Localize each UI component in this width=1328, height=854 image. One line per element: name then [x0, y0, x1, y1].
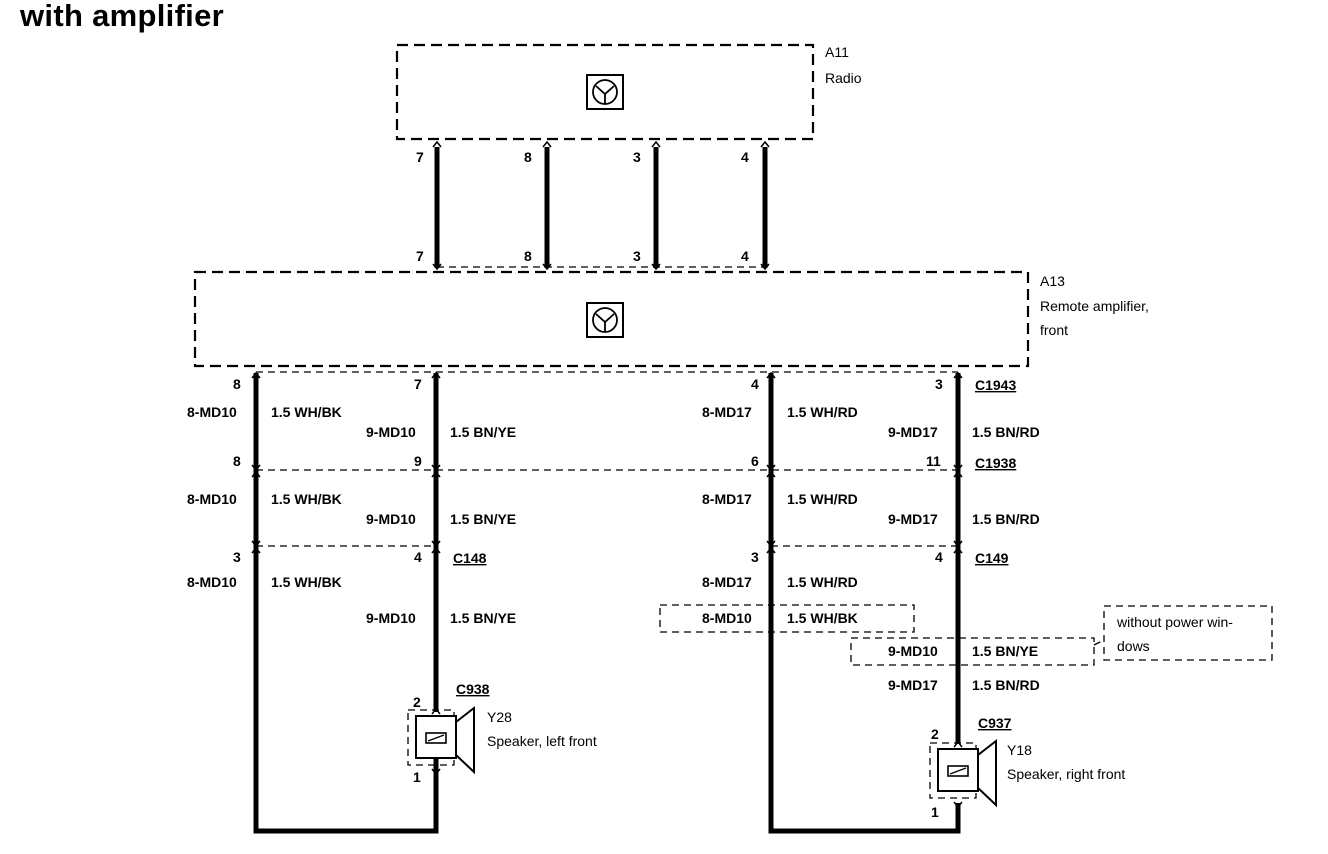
diagram-title: with amplifier: [20, 0, 225, 33]
seg3-w4-alt-wire: 1.5 BN/YE: [972, 643, 1038, 659]
seg3-w4-alt-circuit: 9-MD10: [888, 643, 938, 659]
seg1-w4-wire: 1.5 BN/RD: [972, 424, 1040, 440]
radio-pin-top-3: 3: [633, 149, 641, 165]
wire-left-return: [253, 373, 439, 834]
speaker-right-icon[interactable]: [929, 738, 997, 809]
amp-name-line2: front: [1040, 322, 1068, 338]
speaker-right-pin-top: 2: [931, 726, 939, 742]
c149-label: C149: [975, 550, 1009, 566]
c1938-pin-4: 11: [926, 453, 941, 469]
seg3-w2-circuit: 9-MD10: [366, 610, 416, 626]
connector-c1938: [251, 464, 963, 478]
c1938-pin-3: 6: [751, 453, 759, 469]
c148-pin-1: 3: [233, 549, 241, 565]
c148-pin-2: 4: [414, 549, 422, 565]
seg3-w1-wire: 1.5 WH/BK: [271, 574, 342, 590]
variant-note-line1: without power win-: [1116, 614, 1233, 630]
seg2-w4-circuit: 9-MD17: [888, 511, 938, 527]
seg2-w1-circuit: 8-MD10: [187, 491, 237, 507]
seg2-w2-wire: 1.5 BN/YE: [450, 511, 516, 527]
amplifier-symbol-icon: [586, 302, 624, 338]
variant-box-bn-ye: [850, 637, 1095, 666]
seg3-w3-alt-wire: 1.5 WH/BK: [787, 610, 858, 626]
speaker-right-connector: C937: [978, 715, 1012, 731]
speaker-right-pin-bottom: 1: [931, 804, 939, 820]
amp-name-line1: Remote amplifier,: [1040, 298, 1149, 314]
c149-pin-1: 3: [751, 549, 759, 565]
amp-id: A13: [1040, 273, 1065, 289]
seg1-w4-circuit: 9-MD17: [888, 424, 938, 440]
seg1-w3-wire: 1.5 WH/RD: [787, 404, 858, 420]
variant-box-wh-bk: [659, 604, 915, 633]
seg2-w4-wire: 1.5 BN/RD: [972, 511, 1040, 527]
connector-c148: [251, 540, 441, 554]
radio-pin-top-2: 8: [524, 149, 532, 165]
seg2-w3-circuit: 8-MD17: [702, 491, 752, 507]
seg3-w3-wire: 1.5 WH/RD: [787, 574, 858, 590]
seg3-w1-circuit: 8-MD10: [187, 574, 237, 590]
speaker-left-id: Y28: [487, 709, 512, 725]
c148-label: C148: [453, 550, 487, 566]
seg1-w2-circuit: 9-MD10: [366, 424, 416, 440]
c1938-pin-2: 9: [414, 453, 422, 469]
speaker-left-pin-bottom: 1: [413, 769, 421, 785]
seg1-w3-circuit: 8-MD17: [702, 404, 752, 420]
radio-pin-top-1: 7: [416, 149, 424, 165]
seg3-w3-circuit: 8-MD17: [702, 574, 752, 590]
c1938-label: C1938: [975, 455, 1016, 471]
speaker-right-id: Y18: [1007, 742, 1032, 758]
speaker-left-connector: C938: [456, 681, 490, 697]
radio-symbol-icon: [586, 74, 624, 110]
seg3-w4-wire: 1.5 BN/RD: [972, 677, 1040, 693]
radio-pin-top-4: 4: [741, 149, 749, 165]
c1938-pin-1: 8: [233, 453, 241, 469]
amp-pin-top-1: 7: [416, 248, 424, 264]
radio-name: Radio: [825, 70, 862, 86]
c1943-pin-1: 8: [233, 376, 241, 392]
seg1-w2-wire: 1.5 BN/YE: [450, 424, 516, 440]
amp-pin-top-2: 8: [524, 248, 532, 264]
variant-note-box: [1103, 605, 1273, 661]
seg2-w3-wire: 1.5 WH/RD: [787, 491, 858, 507]
radio-amp-wires: [432, 140, 770, 271]
speaker-left-icon[interactable]: [407, 705, 475, 790]
seg3-w4-circuit: 9-MD17: [888, 677, 938, 693]
c1943-pin-4: 3: [935, 376, 943, 392]
radio-id: A11: [825, 44, 849, 60]
amp-pin-top-3: 3: [633, 248, 641, 264]
seg2-w1-wire: 1.5 WH/BK: [271, 491, 342, 507]
seg3-w2-wire: 1.5 BN/YE: [450, 610, 516, 626]
connector-c1943: [251, 371, 963, 379]
variant-note-leader: [1093, 639, 1105, 646]
connector-c149: [766, 540, 963, 554]
amp-pin-top-4: 4: [741, 248, 749, 264]
radio-box[interactable]: [395, 43, 815, 141]
seg1-w1-circuit: 8-MD10: [187, 404, 237, 420]
seg2-w2-circuit: 9-MD10: [366, 511, 416, 527]
c1943-pin-2: 7: [414, 376, 422, 392]
c149-pin-2: 4: [935, 549, 943, 565]
speaker-left-name: Speaker, left front: [487, 733, 597, 749]
output-wires: [253, 373, 961, 834]
c1943-label: C1943: [975, 377, 1016, 393]
amplifier-box[interactable]: [193, 270, 1030, 368]
seg3-w3-alt-circuit: 8-MD10: [702, 610, 752, 626]
c1943-pin-3: 4: [751, 376, 759, 392]
wire-right-return: [768, 373, 961, 834]
speaker-right-name: Speaker, right front: [1007, 766, 1125, 782]
seg1-w1-wire: 1.5 WH/BK: [271, 404, 342, 420]
variant-note-line2: dows: [1117, 638, 1150, 654]
speaker-left-pin-top: 2: [413, 694, 421, 710]
